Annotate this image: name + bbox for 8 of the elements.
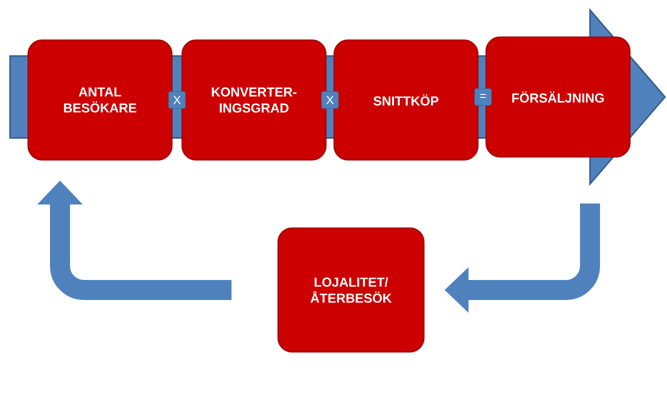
process-box: LOJALITET/ ÅTERBESÖK	[278, 228, 424, 352]
process-box: SNITTKÖP	[334, 40, 478, 160]
operator-sign: X	[168, 91, 186, 109]
process-box: ANTAL BESÖKARE	[28, 40, 172, 160]
operator-sign: =	[474, 88, 492, 106]
process-box: KONVERTER- INGSGRAD	[182, 40, 326, 160]
operator-sign: X	[321, 91, 339, 109]
process-box: FÖRSÄLJNING	[486, 36, 630, 158]
